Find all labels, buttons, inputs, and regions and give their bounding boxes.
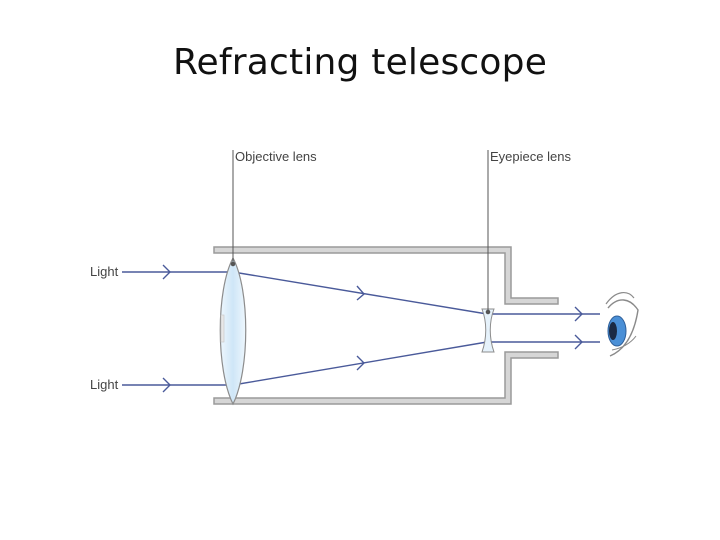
light-ray-top-converging (232, 271, 488, 315)
arrow-icon (356, 355, 365, 371)
arrow-icon (162, 264, 171, 280)
light-ray-bottom-converging (232, 341, 488, 386)
eye-icon (605, 292, 639, 357)
eyepiece-lens (481, 308, 495, 353)
arrow-icon (162, 377, 171, 393)
label-leaders (230, 150, 491, 315)
light-label-top: Light (90, 264, 119, 279)
light-label-bottom: Light (90, 377, 119, 392)
arrow-icon (574, 306, 583, 322)
objective-lens (219, 256, 247, 406)
eyepiece-lens-label: Eyepiece lens (490, 149, 571, 164)
light-rays (122, 264, 600, 393)
telescope-tube (213, 246, 559, 405)
objective-lens-label: Objective lens (235, 149, 317, 164)
arrow-icon (356, 285, 365, 301)
slide-title: Refracting telescope (172, 42, 548, 83)
arrow-icon (574, 334, 583, 350)
